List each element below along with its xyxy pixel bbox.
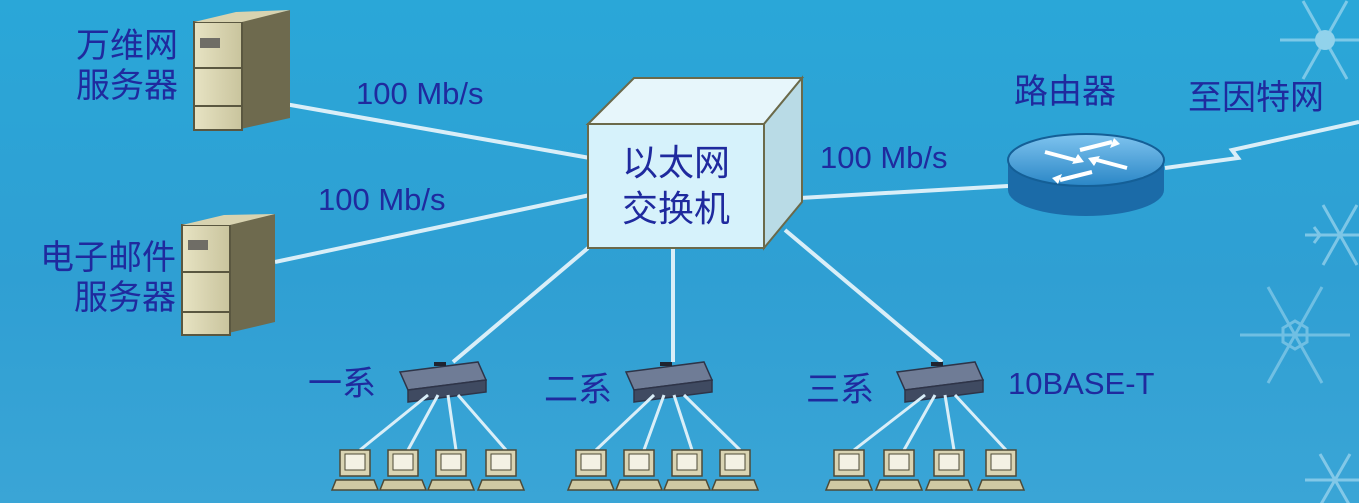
link-dept1 bbox=[451, 246, 590, 364]
workstation-icon bbox=[426, 449, 476, 491]
workstation-icon bbox=[330, 449, 380, 491]
workstation-icon bbox=[614, 449, 664, 491]
workstation-icon bbox=[476, 449, 526, 491]
internet-label: 至因特网 bbox=[1188, 79, 1324, 117]
network-links bbox=[274, 102, 1359, 364]
workstation-icon bbox=[924, 449, 974, 491]
hub-type-label: 10BASE-T bbox=[1008, 366, 1155, 401]
switch-label: 以太网 交换机 bbox=[588, 140, 764, 232]
workstation-icon bbox=[874, 449, 924, 491]
mail-server-label-line2: 服务器 bbox=[74, 279, 176, 317]
link-web-server bbox=[284, 102, 591, 160]
dept3-label: 三系 bbox=[806, 371, 874, 409]
workstation-icon bbox=[378, 449, 428, 491]
web-server-label: 万维网 服务器 bbox=[40, 26, 178, 106]
mail-server-icon bbox=[181, 214, 275, 336]
workstation-icon bbox=[976, 449, 1026, 491]
link-label-router: 100 Mb/s bbox=[820, 140, 948, 175]
mail-server-label-line1: 电子邮件 bbox=[40, 239, 176, 277]
web-server-label-line2: 服务器 bbox=[76, 67, 178, 105]
workstation-links bbox=[359, 393, 1008, 452]
switch-label-line2: 交换机 bbox=[621, 188, 730, 229]
web-server-label-line1: 万维网 bbox=[76, 27, 178, 65]
hub-dept3-icon bbox=[895, 361, 985, 403]
link-router bbox=[799, 184, 1009, 200]
workstation-icon bbox=[824, 449, 874, 491]
link-label-web: 100 Mb/s bbox=[356, 76, 484, 111]
link-dept3 bbox=[783, 228, 944, 364]
dept1-label: 一系 bbox=[308, 365, 376, 403]
web-server-icon bbox=[193, 10, 290, 131]
mail-server-label: 电子邮件 服务器 bbox=[4, 238, 176, 318]
router-label: 路由器 bbox=[1014, 73, 1116, 111]
link-internet bbox=[1164, 120, 1359, 170]
hub-dept1-icon bbox=[398, 361, 488, 403]
switch-label-line1: 以太网 bbox=[621, 142, 730, 183]
ethernet-switch-cube bbox=[585, 75, 805, 251]
router-icon bbox=[1007, 133, 1165, 216]
workstation-icon bbox=[662, 449, 712, 491]
link-mail-server bbox=[274, 193, 591, 264]
hub-dept2-icon bbox=[624, 361, 714, 403]
dept2-label: 二系 bbox=[544, 371, 612, 409]
snowflake-decoration bbox=[1240, 0, 1359, 503]
workstation-group bbox=[330, 449, 1026, 491]
link-label-mail: 100 Mb/s bbox=[318, 182, 446, 217]
workstation-icon bbox=[566, 449, 616, 491]
workstation-icon bbox=[710, 449, 760, 491]
